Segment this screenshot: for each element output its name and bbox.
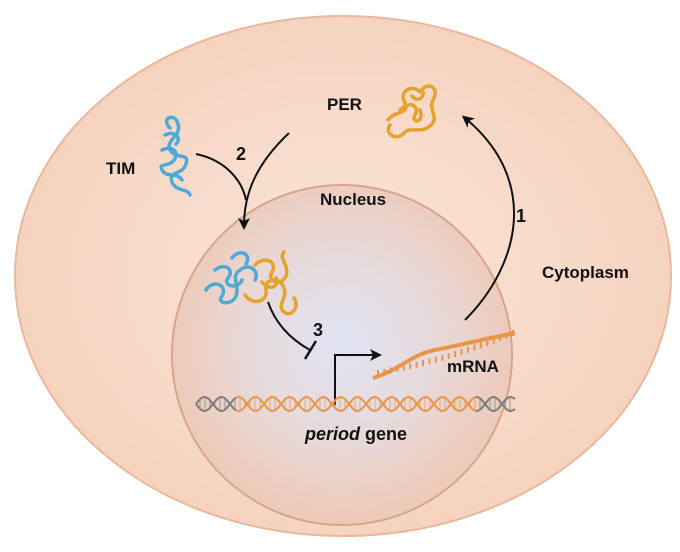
mrna-strand-icon: [372, 330, 516, 380]
inhibition-bar: [303, 340, 318, 360]
dna-helix-icon: [195, 396, 516, 412]
per-protein-icon: [386, 84, 437, 139]
step-2-label: 2: [236, 144, 246, 164]
gene-label: period gene: [304, 424, 407, 444]
mrna-label: mRNA: [447, 357, 499, 376]
nucleus-label: Nucleus: [320, 190, 386, 209]
arrow-1-translation: [461, 115, 516, 321]
cytoplasm-label: Cytoplasm: [542, 263, 629, 282]
step-3-label: 3: [313, 320, 323, 340]
arrow-2-binding: [238, 132, 290, 230]
per-tim-complex-icon: [204, 250, 298, 316]
per-label: PER: [327, 95, 362, 114]
tim-protein-icon: [159, 115, 192, 197]
tim-label: TIM: [106, 159, 135, 178]
arrow-3-inhibition: [267, 301, 311, 351]
arrow-2-tim-branch: [195, 153, 247, 201]
gene-label-rest: gene: [360, 424, 407, 444]
gene-label-italic: period: [304, 424, 361, 444]
step-1-label: 1: [516, 206, 526, 226]
transcription-start-arrow: [334, 349, 382, 405]
